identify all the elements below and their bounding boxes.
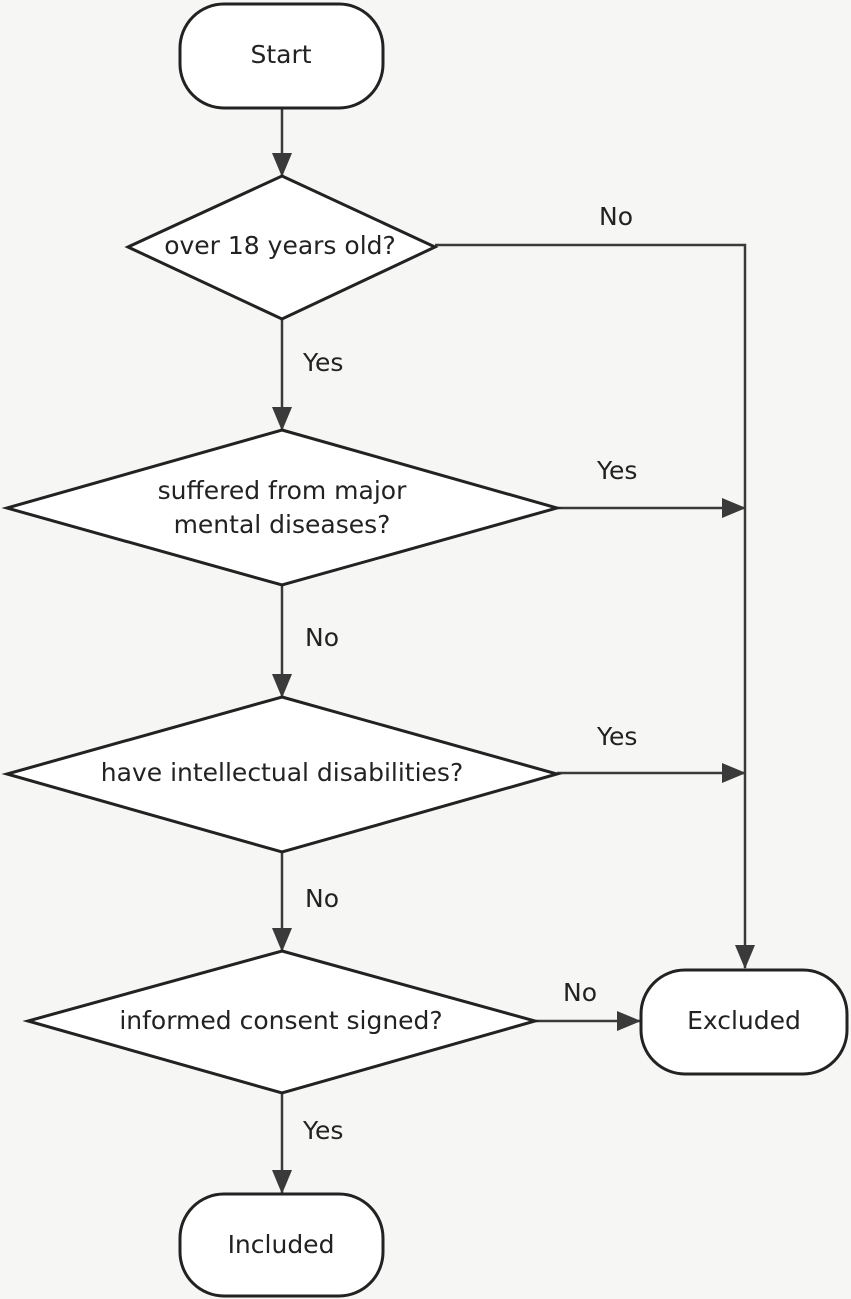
mental-decision-label-line2: mental diseases? xyxy=(174,510,391,539)
mental-decision-node: suffered from major mental diseases? xyxy=(1,428,563,587)
intellect-decision-label: have intellectual disabilities? xyxy=(101,758,463,787)
start-node: Start xyxy=(178,2,385,110)
age-decision-label: over 18 years old? xyxy=(164,231,396,260)
excluded-label: Excluded xyxy=(687,1006,801,1035)
edge-label-age-yes: Yes xyxy=(302,348,343,377)
intellect-decision-node: have intellectual disabilities? xyxy=(1,695,563,854)
edge-label-mental-no: No xyxy=(305,623,339,652)
mental-decision-diamond xyxy=(1,428,563,587)
excluded-terminator-shape xyxy=(639,968,849,1076)
edge-label-mental-yes: Yes xyxy=(596,456,637,485)
intellect-decision-diamond xyxy=(1,695,563,854)
included-node: Included xyxy=(178,1192,385,1298)
consent-decision-node: informed consent signed? xyxy=(22,949,541,1095)
edge-label-consent-no: No xyxy=(563,978,597,1007)
consent-decision-label: informed consent signed? xyxy=(119,1006,442,1035)
consent-decision-diamond xyxy=(22,949,541,1095)
age-decision-node: over 18 years old? xyxy=(124,174,439,321)
edge-label-intellect-no: No xyxy=(305,884,339,913)
included-label: Included xyxy=(228,1230,335,1259)
edges xyxy=(272,108,755,1194)
start-terminator-shape xyxy=(178,2,385,110)
start-label: Start xyxy=(250,40,311,69)
edge-label-intellect-yes: Yes xyxy=(596,722,637,751)
edge-label-consent-yes: Yes xyxy=(302,1116,343,1145)
included-terminator-shape xyxy=(178,1192,385,1298)
edge-labels: No Yes Yes No Yes No No Yes xyxy=(302,202,637,1145)
edge-age-no-to-excluded xyxy=(435,243,755,969)
edge-label-age-no: No xyxy=(599,202,633,231)
excluded-node: Excluded xyxy=(639,968,849,1076)
age-decision-diamond xyxy=(124,174,439,321)
mental-decision-label-line1: suffered from major xyxy=(158,476,407,505)
